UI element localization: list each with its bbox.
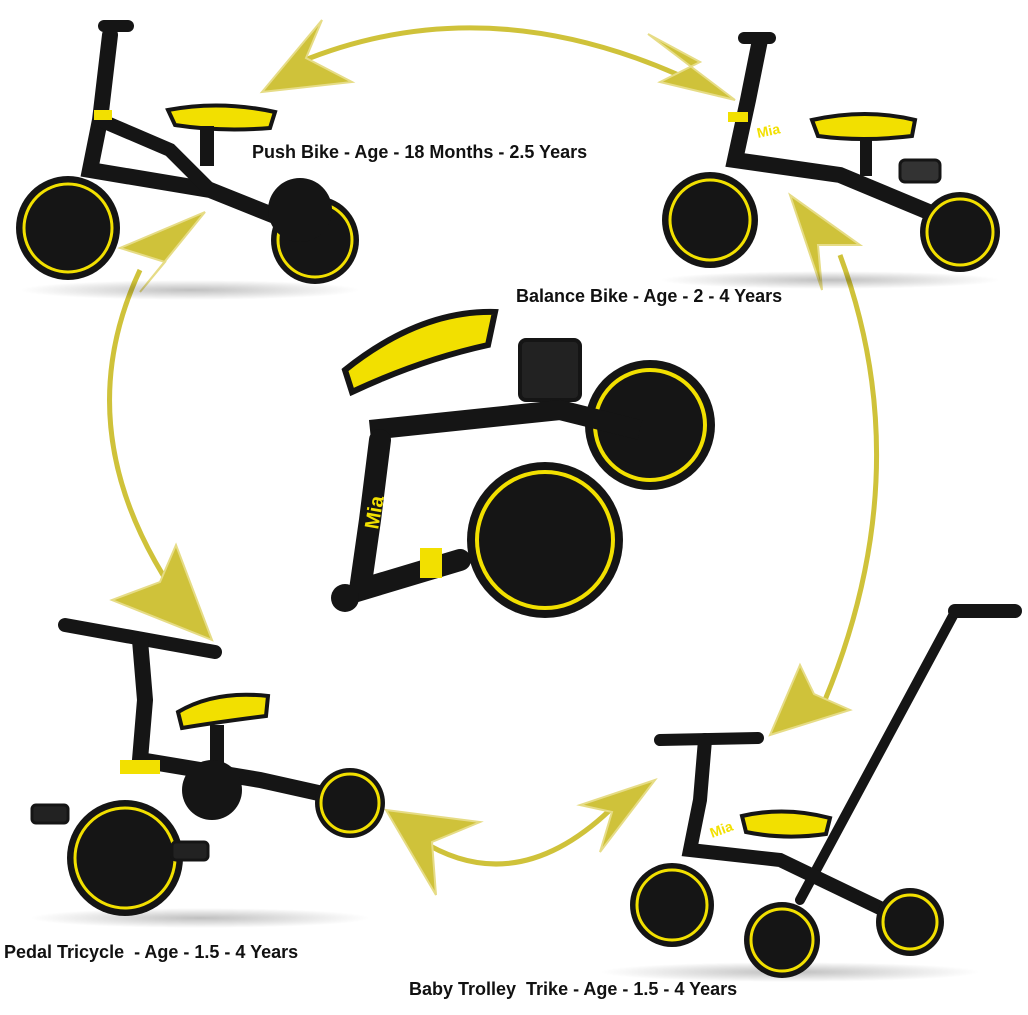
pedal-tricycle-caption: Pedal Tricycle - Age - 1.5 - 4 Years xyxy=(4,942,299,962)
arrowhead-icon xyxy=(768,662,853,737)
arrowhead-icon xyxy=(259,19,356,94)
arrowhead-icon xyxy=(576,778,658,853)
arrow-left-curve xyxy=(107,268,193,617)
balance-bike-caption: Balance Bike - Age - 2 - 4 Years xyxy=(516,286,783,306)
baby-trolley-trike-image: Mia xyxy=(600,604,1022,982)
brand-logo: Mia xyxy=(755,120,781,141)
arrow-top-curve xyxy=(299,25,722,98)
arrowhead-icon xyxy=(117,211,206,293)
balance-bike-image: Mia xyxy=(660,32,1000,289)
arrow-heads xyxy=(109,19,864,896)
arrowhead-icon xyxy=(788,192,864,291)
arrow-right-curve xyxy=(822,254,880,701)
baby-trolley-trike-caption: Baby Trolley Trike - Age - 1.5 - 4 Years xyxy=(409,979,738,999)
push-bike-caption: Push Bike - Age - 18 Months - 2.5 Years xyxy=(252,142,588,162)
arrowhead-icon xyxy=(384,808,484,896)
brand-logo: Mia xyxy=(708,818,736,841)
cycle-arrows xyxy=(107,25,880,867)
arrowhead-icon xyxy=(647,33,736,101)
arrow-bottom-curve xyxy=(418,808,612,867)
pedal-tricycle-image xyxy=(30,618,385,928)
arrowhead-icon xyxy=(109,542,214,642)
push-bike-image xyxy=(16,20,360,300)
folded-bike-image: Mia xyxy=(331,308,715,618)
brand-logo: Mia xyxy=(361,493,389,531)
